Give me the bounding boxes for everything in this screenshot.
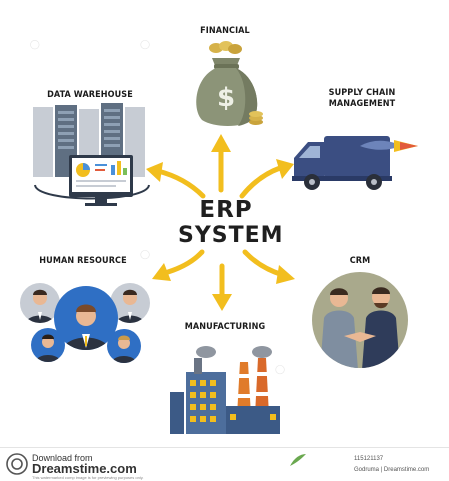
label-supply-chain-line1: SUPPLY CHAIN	[328, 88, 396, 98]
watermark: ◯	[275, 365, 286, 375]
label-crm: CRM	[349, 256, 371, 266]
svg-text:$: $	[217, 83, 235, 113]
footer-site-name: Dreamstime.com	[32, 461, 137, 476]
watermark: ◯	[140, 250, 151, 260]
footer-image-id: 115121137	[354, 456, 384, 462]
label-financial: FINANCIAL	[200, 26, 250, 36]
label-human-resource: HUMAN RESOURCE	[39, 256, 127, 266]
label-data-warehouse: DATA WAREHOUSE	[47, 90, 133, 100]
money-bag-icon: $	[196, 41, 263, 126]
footer-notice: This watermarked comp image is for previ…	[32, 475, 144, 480]
footer-credit: Godruma | Dreamstime.com	[354, 467, 430, 473]
data-warehouse-icon	[33, 103, 150, 206]
feather-icon	[290, 454, 306, 466]
label-manufacturing: MANUFACTURING	[184, 322, 266, 332]
label-supply-chain-line2: MANAGEMENT	[328, 99, 396, 109]
footer-bar: Download from Dreamstime.com This waterm…	[0, 447, 449, 481]
dreamstime-logo-icon	[6, 453, 28, 475]
footer-download-text: Download from	[32, 453, 93, 463]
watermark: ◯	[140, 40, 151, 50]
factory-icon	[170, 346, 280, 434]
title-line2: SYSTEM	[178, 223, 284, 248]
label-supply-chain: SUPPLY CHAIN MANAGEMENT	[312, 88, 412, 110]
handshake-icon	[312, 272, 408, 368]
people-group-icon	[20, 283, 150, 363]
delivery-truck-icon	[292, 136, 418, 190]
erp-system-title: ERP SYSTEM	[178, 197, 284, 248]
title-line1: ERP	[199, 197, 253, 223]
